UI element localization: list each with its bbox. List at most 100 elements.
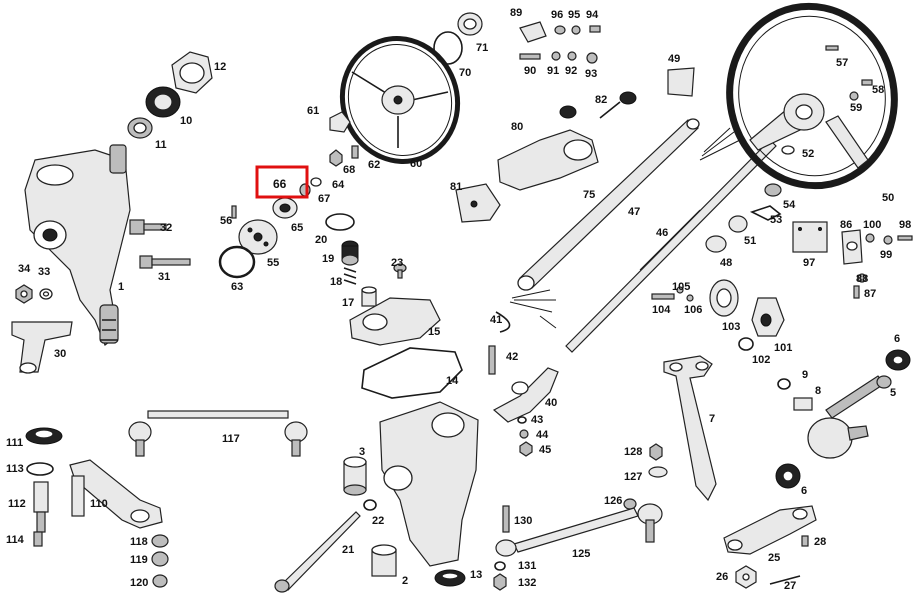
seal-13 bbox=[434, 569, 466, 587]
nut-128 bbox=[649, 443, 663, 461]
part-label-23: 23 bbox=[391, 257, 403, 269]
part-label-42: 42 bbox=[506, 351, 518, 363]
part-label-105: 105 bbox=[672, 281, 690, 293]
part-label-86: 86 bbox=[840, 219, 852, 231]
part-label-82: 82 bbox=[595, 94, 607, 106]
nut-100 bbox=[865, 233, 875, 243]
part-label-41: 41 bbox=[490, 314, 502, 326]
part-label-91: 91 bbox=[547, 65, 559, 77]
nut-106 bbox=[686, 294, 694, 302]
part-label-32: 32 bbox=[160, 222, 172, 234]
part-label-118: 118 bbox=[130, 536, 148, 548]
fitting-28 bbox=[801, 535, 809, 547]
part-label-11: 11 bbox=[155, 139, 167, 151]
ring-22 bbox=[363, 499, 377, 511]
part-label-21: 21 bbox=[342, 544, 354, 556]
bearing-6-bottom bbox=[775, 463, 801, 489]
bushing-2-lower bbox=[371, 544, 397, 577]
part-label-6-top: 6 bbox=[894, 333, 900, 345]
tie-rod-117 bbox=[128, 410, 308, 457]
bolt-130 bbox=[502, 505, 510, 533]
knuckle-body bbox=[807, 417, 869, 459]
nut-93 bbox=[586, 52, 598, 64]
part-label-20: 20 bbox=[315, 234, 327, 246]
part-label-110: 110 bbox=[90, 498, 108, 510]
part-label-3: 3 bbox=[359, 446, 365, 458]
steering-shaft-46 bbox=[565, 139, 777, 353]
part-label-48: 48 bbox=[720, 257, 732, 269]
part-119 bbox=[151, 551, 169, 567]
part-label-120: 120 bbox=[130, 577, 148, 589]
clamp-20 bbox=[325, 213, 355, 231]
part-label-22: 22 bbox=[372, 515, 384, 527]
part-label-2: 2 bbox=[402, 575, 408, 587]
part-label-33: 33 bbox=[38, 266, 50, 278]
nut-91 bbox=[551, 51, 561, 61]
part-label-46: 46 bbox=[656, 227, 668, 239]
part-label-75: 75 bbox=[583, 189, 595, 201]
bolt-104 bbox=[651, 293, 675, 300]
washer-102 bbox=[738, 337, 754, 351]
part-label-98: 98 bbox=[899, 219, 911, 231]
gasket-14 bbox=[361, 347, 463, 399]
bearing-6-top bbox=[885, 349, 911, 371]
part-label-43: 43 bbox=[531, 414, 543, 426]
part-label-27: 27 bbox=[784, 580, 796, 592]
nut-99 bbox=[883, 235, 893, 245]
nut-132 bbox=[493, 573, 507, 591]
key-82 bbox=[599, 91, 637, 119]
part-label-63: 63 bbox=[231, 281, 243, 293]
tie-rod-125 bbox=[495, 503, 663, 557]
part-label-65: 65 bbox=[291, 222, 303, 234]
ignition-lock-80 bbox=[497, 105, 599, 191]
part-label-13: 13 bbox=[470, 569, 482, 581]
bearing-10 bbox=[145, 86, 181, 118]
cap-52 bbox=[781, 145, 795, 155]
part-label-68: 68 bbox=[343, 164, 355, 176]
wiring-harness bbox=[509, 289, 557, 329]
part-label-132: 132 bbox=[518, 577, 536, 589]
part-label-59: 59 bbox=[850, 102, 862, 114]
bolt-32 bbox=[129, 219, 167, 235]
part-label-31: 31 bbox=[158, 271, 170, 283]
bushing-51 bbox=[728, 215, 748, 233]
drag-link-25 bbox=[723, 505, 817, 555]
bracket-86 bbox=[841, 229, 863, 265]
part-label-92: 92 bbox=[565, 65, 577, 77]
nut-95 bbox=[571, 25, 581, 35]
part-label-100: 100 bbox=[863, 219, 881, 231]
screw-58 bbox=[861, 79, 873, 86]
part-label-80: 80 bbox=[511, 121, 523, 133]
screw-98 bbox=[897, 235, 913, 241]
part-label-8: 8 bbox=[815, 385, 821, 397]
clip-41 bbox=[495, 311, 511, 333]
seal-11 bbox=[127, 117, 153, 139]
part-label-113: 113 bbox=[6, 463, 24, 475]
part-label-19: 19 bbox=[322, 253, 334, 265]
part-label-28: 28 bbox=[814, 536, 826, 548]
part-label-94: 94 bbox=[586, 9, 599, 21]
steering-box-housing-2 bbox=[379, 401, 479, 567]
part-label-128: 128 bbox=[624, 446, 642, 458]
hub-65 bbox=[272, 197, 298, 219]
part-label-60: 60 bbox=[410, 158, 422, 170]
part-label-53: 53 bbox=[770, 214, 782, 226]
part-label-112: 112 bbox=[8, 498, 26, 510]
screw-62 bbox=[351, 145, 359, 159]
pitman-arm-30 bbox=[11, 321, 73, 374]
ring-113 bbox=[26, 462, 54, 476]
part-label-5: 5 bbox=[890, 387, 896, 399]
horn-ring-70 bbox=[433, 31, 463, 65]
washer-131 bbox=[494, 561, 506, 571]
bushing-3 bbox=[343, 456, 367, 496]
steering-gearbox-1 bbox=[24, 144, 131, 346]
part-label-127: 127 bbox=[624, 471, 642, 483]
bushing-48 bbox=[705, 235, 727, 253]
part-label-101: 101 bbox=[774, 342, 792, 354]
bolt-31 bbox=[139, 255, 191, 269]
nut-92 bbox=[567, 51, 577, 61]
part-label-54: 54 bbox=[783, 199, 796, 211]
part-label-47: 47 bbox=[628, 206, 640, 218]
nut-34 bbox=[15, 284, 33, 304]
